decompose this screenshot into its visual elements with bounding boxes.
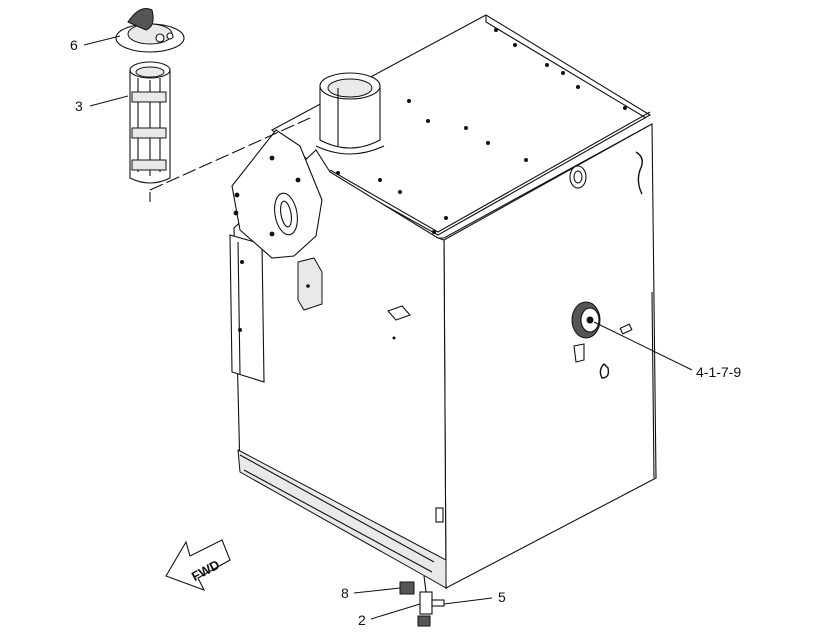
filler-neck (315, 72, 385, 155)
fwd-direction-arrow: FWD (165, 539, 231, 591)
callout-5: 5 (443, 589, 506, 605)
part-6-cap (115, 8, 185, 53)
callout-6-label: 6 (70, 37, 78, 53)
tank-front-panel (229, 129, 447, 590)
lifting-hook (569, 151, 643, 195)
top-mounting-holes (336, 28, 627, 234)
callout-3-label: 3 (75, 98, 83, 114)
fuel-level-sender (571, 301, 633, 379)
callout-6: 6 (70, 35, 121, 53)
callout-2-label: 2 (358, 612, 366, 628)
callout-8: 8 (341, 585, 401, 601)
tank-top-surface (271, 14, 653, 239)
tank-right-panel (443, 123, 657, 589)
drain-fittings (399, 575, 445, 627)
callout-8-label: 8 (341, 585, 349, 601)
part-3-strainer (129, 61, 171, 184)
callout-4-1-7-9: 4-1-7-9 (593, 321, 741, 380)
callout-3: 3 (75, 95, 129, 114)
callout-5-label: 5 (498, 589, 506, 605)
callout-2: 2 (358, 603, 421, 628)
callout-4-1-7-9-label: 4-1-7-9 (696, 364, 741, 380)
